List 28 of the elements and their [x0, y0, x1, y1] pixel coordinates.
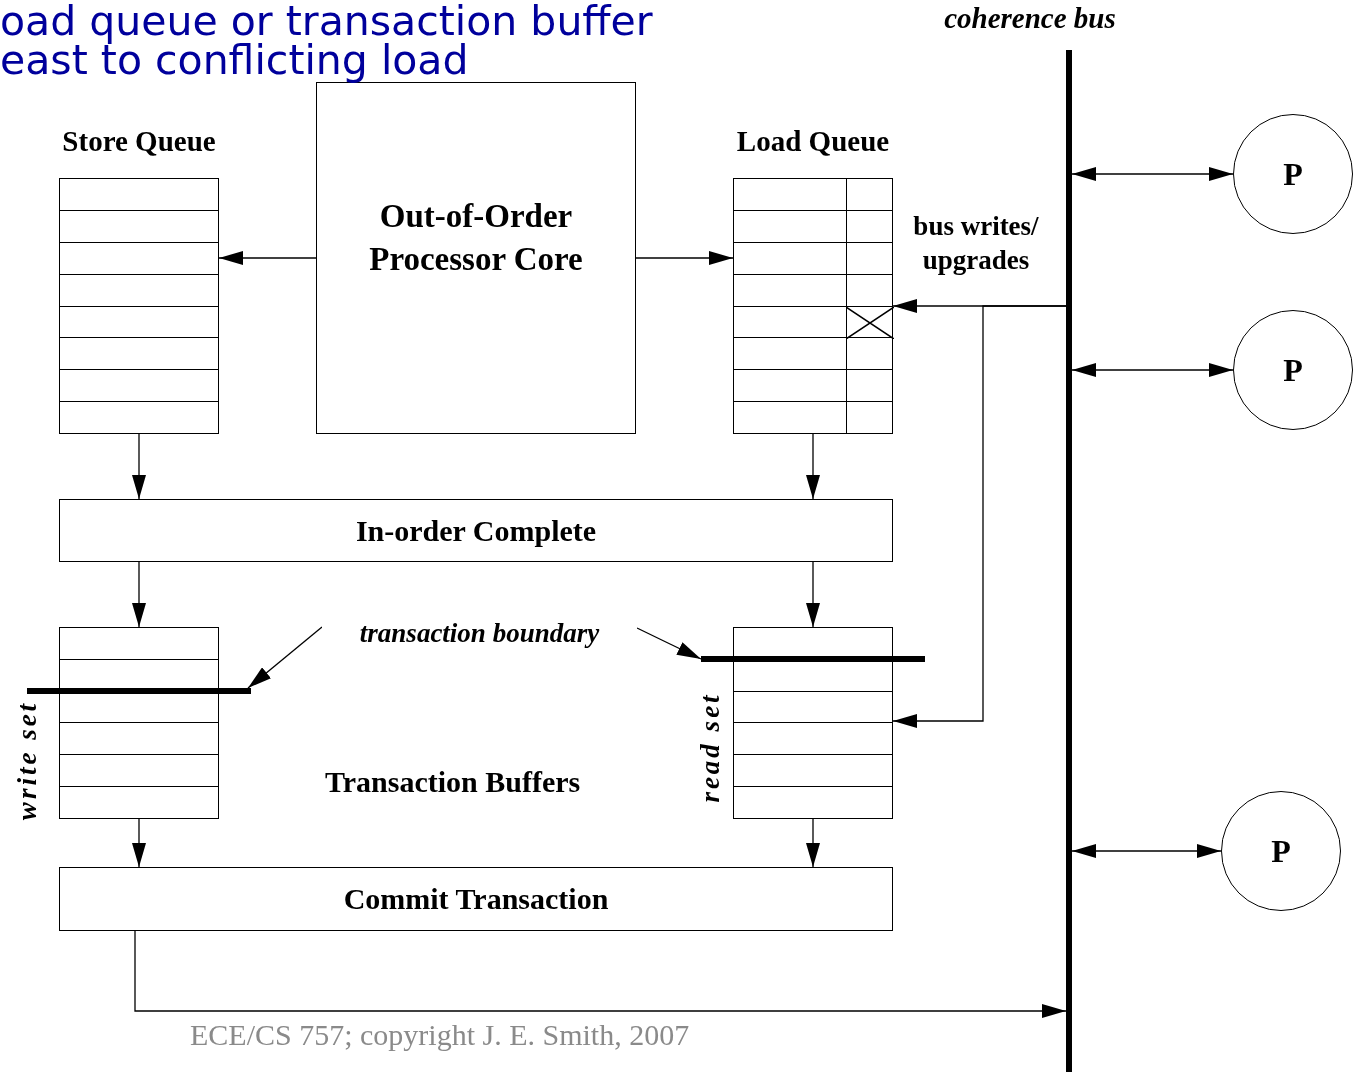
- arrow: [806, 433, 820, 500]
- side-label: write set: [12, 700, 44, 820]
- arrow: [134, 930, 1067, 1018]
- arrow: [218, 251, 317, 265]
- processor-circle: P: [1233, 310, 1353, 430]
- side-label: read set: [694, 692, 726, 803]
- arrow: [635, 251, 734, 265]
- stage-box: In-order Complete: [59, 499, 893, 562]
- copyright-note: ECE/CS 757; copyright J. E. Smith, 2007: [190, 1018, 690, 1052]
- queue-title: Load Queue: [735, 125, 891, 158]
- bus-title: coherence bus: [943, 2, 1117, 35]
- processor-circle: P: [1221, 791, 1341, 911]
- arrow: [132, 561, 146, 628]
- arrow: [132, 433, 146, 500]
- arrow: [806, 818, 820, 868]
- group-title: Transaction Buffers: [325, 765, 581, 799]
- arrow: [1071, 167, 1234, 181]
- stage-box: Commit Transaction: [59, 867, 893, 931]
- arrow: [806, 561, 820, 628]
- arrow: [892, 305, 1067, 728]
- arrow: [132, 818, 146, 868]
- queue-title: Store Queue: [61, 125, 217, 158]
- processor-circle: P: [1233, 114, 1353, 234]
- arrow: [1071, 363, 1234, 377]
- arrow: [1071, 844, 1222, 858]
- arrow: [247, 626, 323, 689]
- arrow: [636, 627, 702, 660]
- core-box: Out-of-Order Processor Core: [316, 82, 636, 434]
